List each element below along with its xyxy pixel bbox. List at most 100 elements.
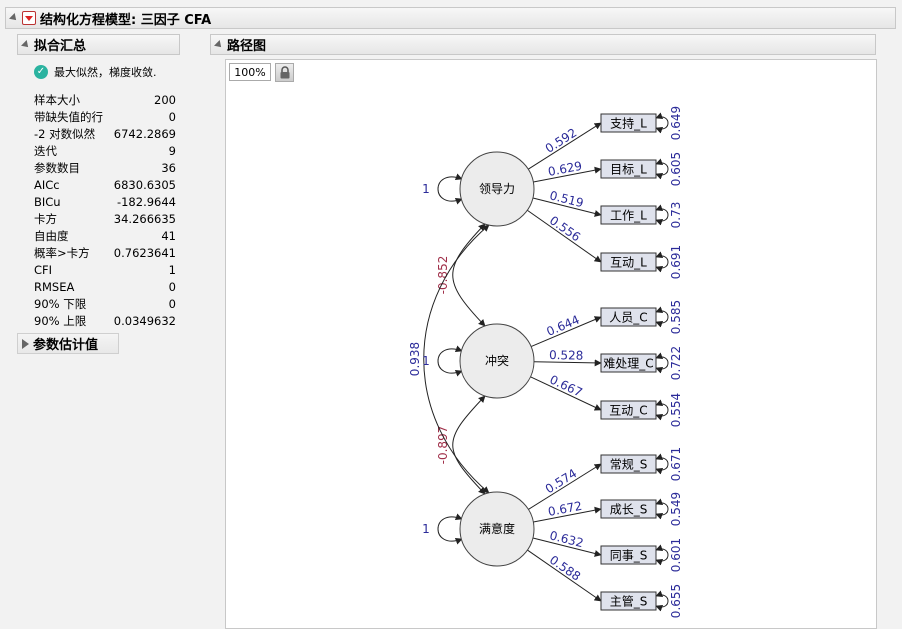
loading-path[interactable] [526,209,602,263]
covariance-curve[interactable] [423,224,490,494]
zoom-input[interactable]: 100% [229,63,271,81]
fit-label: 自由度 [34,229,69,243]
error-variance-loop[interactable] [655,352,669,374]
latent-variance-loop[interactable] [437,513,463,545]
loading-estimate: 0.632 [548,528,585,550]
platform-title: 结构化方程模型: 三因子 CFA [40,12,212,28]
fit-label: 迭代 [34,144,57,158]
disclosure-icon[interactable] [214,39,224,50]
indicator-box[interactable] [600,454,657,474]
fit-label: RMSEA [34,280,75,294]
param-estimates-title: 参数估计值 [33,338,99,353]
covariance-estimate: 0.938 [408,342,422,376]
loading-estimate: 0.629 [547,159,583,179]
loading-path[interactable] [533,166,602,183]
indicator-label: 互动_C [609,404,647,418]
fit-label: 参数数目 [34,161,80,175]
indicator-box[interactable] [600,591,657,611]
loading-path[interactable] [530,316,602,348]
fit-label: 带缺失值的行 [34,110,103,124]
fit-row: 概率>卡方 0.7623641 [34,245,176,262]
latent-variance-loop[interactable] [437,173,463,205]
loading-estimate: 0.588 [547,553,583,584]
covariance-estimate: -0.852 [436,256,450,295]
covariance-curve[interactable] [452,223,486,327]
fit-label: AICc [34,178,60,192]
fit-label: 90% 上限 [34,314,87,328]
loading-path[interactable] [527,122,602,170]
latent-label: 冲突 [485,353,509,368]
error-variance-loop[interactable] [655,399,669,421]
fit-value: 1 [168,263,176,277]
param-estimates-header[interactable]: 参数估计值 [17,333,119,354]
loading-estimate: 0.556 [547,213,583,244]
latent-label: 满意度 [479,521,515,536]
indicator-box[interactable] [600,499,657,519]
error-variance-estimate: 0.73 [669,202,683,229]
fit-value: 6830.6305 [113,178,176,192]
loading-path[interactable] [532,197,602,217]
indicator-box[interactable] [600,545,657,565]
error-variance-estimate: 0.554 [669,393,683,427]
error-variance-loop[interactable] [655,544,669,566]
loading-path[interactable] [532,537,602,557]
fit-summary-header[interactable]: 拟合汇总 [17,34,180,55]
fit-value: 41 [161,229,176,243]
latent-variance-estimate: 1 [422,182,430,196]
latent-node[interactable] [459,491,535,567]
error-variance-loop[interactable] [655,453,669,475]
error-variance-loop[interactable] [655,251,669,273]
loading-path[interactable] [527,549,602,602]
error-variance-loop[interactable] [655,590,669,612]
indicator-box[interactable] [600,159,657,179]
loading-path[interactable] [530,376,602,411]
latent-variance-loop[interactable] [437,345,463,377]
loading-path[interactable] [533,359,602,367]
loading-estimate: 0.644 [545,313,582,339]
indicator-label: 主管_S [610,594,648,609]
path-diagram-header[interactable]: 路径图 [210,34,876,55]
platform-title-bar[interactable]: 结构化方程模型: 三因子 CFA [5,7,896,29]
indicator-box[interactable] [600,205,657,225]
indicator-box[interactable] [600,400,657,420]
lock-button[interactable] [275,63,294,82]
zoom-value: 100% [234,65,266,79]
fit-value: 0.7623641 [113,246,176,260]
error-variance-loop[interactable] [655,498,669,520]
indicator-box[interactable] [600,252,657,272]
disclosure-icon[interactable] [21,39,31,50]
error-variance-loop[interactable] [655,306,669,328]
indicator-label: 难处理_C [603,357,653,371]
disclosure-icon[interactable] [9,13,19,23]
latent-node[interactable] [459,151,535,227]
indicator-box[interactable] [600,353,657,373]
fit-value: 0.0349632 [113,314,176,328]
fit-value: 34.266635 [113,212,176,226]
fit-row: 自由度 41 [34,228,176,245]
error-variance-loop[interactable] [655,112,669,134]
red-triangle-menu-icon[interactable] [22,11,36,25]
indicator-label: 互动_L [610,256,647,270]
error-variance-estimate: 0.601 [669,538,683,572]
loading-path[interactable] [528,463,602,510]
latent-node[interactable] [459,323,535,399]
disclosure-collapsed-icon[interactable] [22,338,29,349]
latent-variance-estimate: 1 [422,522,430,536]
error-variance-loop[interactable] [655,204,669,226]
error-variance-estimate: 0.605 [669,152,683,186]
fit-value: 0 [168,110,176,124]
indicator-box[interactable] [600,307,657,327]
indicator-box[interactable] [600,113,657,133]
loading-path[interactable] [533,506,602,523]
fit-label: BICu [34,195,61,209]
fit-label: 概率>卡方 [34,246,90,260]
covariance-curve[interactable] [452,395,486,495]
fit-row: 带缺失值的行 0 [34,109,176,126]
loading-estimate: 0.519 [548,188,585,210]
error-variance-loop[interactable] [655,158,669,180]
